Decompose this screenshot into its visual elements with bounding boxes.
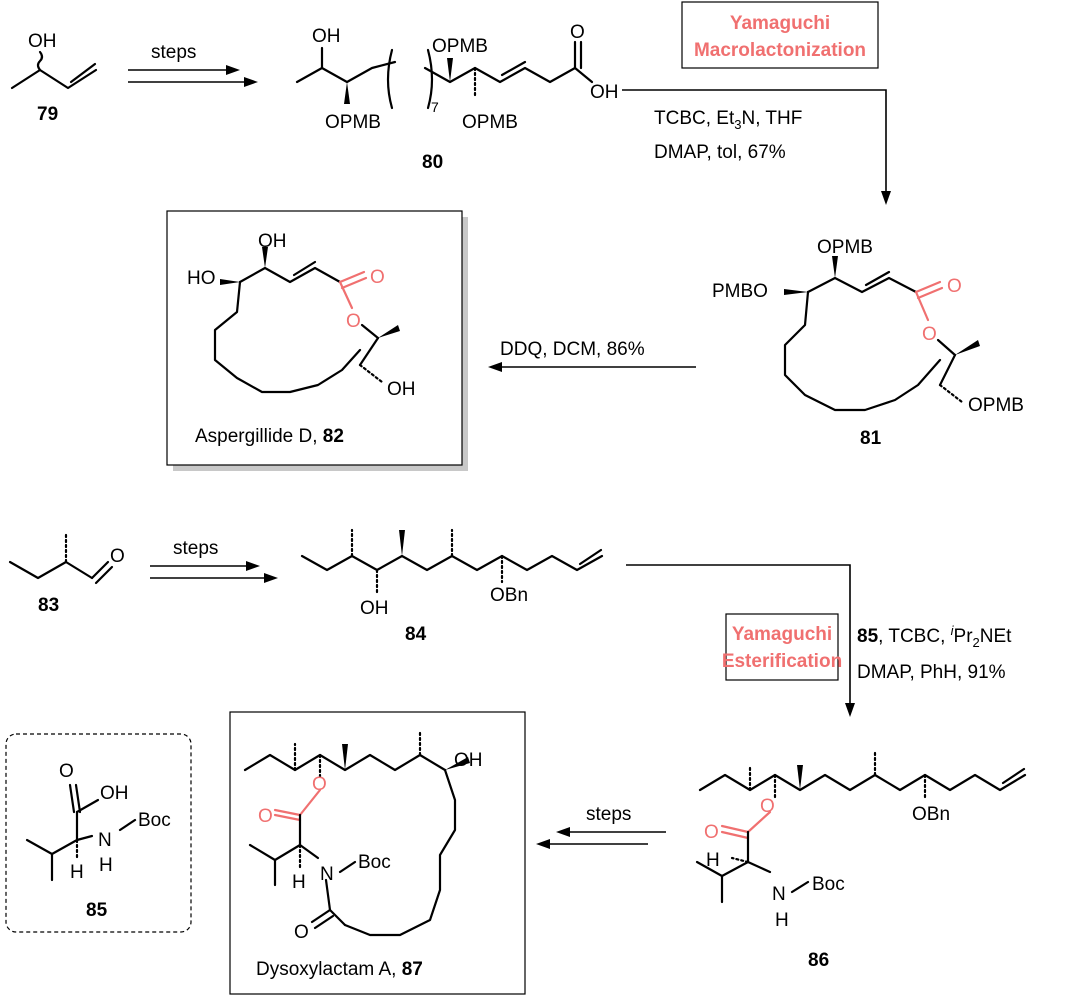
macrolactonization-label: Macrolactonization [694, 40, 866, 61]
compound-85-box: O OH N H Boc H 85 [5, 733, 192, 933]
atom-o: O [258, 806, 273, 827]
compound-number-79: 79 [37, 104, 58, 125]
atom-o: O [947, 276, 962, 297]
condition-text: DDQ, DCM, 86% [500, 339, 645, 360]
compound-number-86: 86 [808, 950, 829, 971]
atom-n: N [772, 884, 786, 905]
atom-o: O [110, 546, 125, 567]
atom-oh: OH [590, 82, 619, 103]
atom-opmb: OPMB [968, 395, 1024, 416]
atom-o: O [312, 774, 327, 795]
compound-number-81: 81 [860, 428, 882, 449]
compound-name-dysoxylactam-a: Dysoxylactam A, 87 [256, 959, 423, 980]
steps-label: steps [586, 804, 631, 825]
compound-84: OH OBn 84 [300, 528, 604, 645]
compound-87-box: OH O O N Boc H O Dysoxylactam A, 87 [229, 711, 526, 995]
yamaguchi-label: Yamaguchi [730, 13, 830, 34]
atom-h: H [70, 862, 84, 883]
atom-ho: HO [187, 268, 216, 289]
arrow-79-to-80: steps [128, 42, 258, 87]
atom-h: H [292, 872, 306, 893]
arrow-81-to-82: DDQ, DCM, 86% [488, 339, 696, 372]
atom-oh: OH [387, 379, 416, 400]
atom-oh: OH [312, 26, 341, 47]
compound-number-80: 80 [422, 152, 443, 173]
atom-h: H [775, 910, 789, 931]
atom-oh: OH [454, 750, 483, 771]
arrow-84-to-86: 85, TCBC, iPr2NEt DMAP, PhH, 91% [626, 564, 1012, 717]
atom-boc: Boc [138, 810, 171, 831]
atom-o: O [294, 922, 309, 943]
atom-o: O [346, 311, 361, 332]
yamaguchi-label: Yamaguchi [732, 624, 832, 645]
condition-text: DMAP, tol, 67% [654, 142, 786, 163]
condition-text: TCBC, Et3N, THF [654, 108, 802, 132]
steps-label: steps [151, 42, 196, 63]
atom-o: O [370, 267, 385, 288]
atom-pmbo: PMBO [712, 281, 768, 302]
compound-number-84: 84 [405, 624, 427, 645]
atom-o: O [704, 822, 719, 843]
arrow-86-to-87: steps [536, 804, 666, 849]
compound-number-83: 83 [38, 595, 59, 616]
atom-opmb: OPMB [462, 112, 518, 133]
atom-opmb: OPMB [432, 36, 488, 57]
atom-boc: Boc [812, 874, 845, 895]
compound-83: O 83 [8, 532, 125, 616]
arrow-80-to-81: TCBC, Et3N, THF DMAP, tol, 67% [622, 89, 891, 205]
compound-name-aspergillide-d: Aspergillide D, 82 [195, 426, 344, 447]
atom-oh: OH [100, 783, 129, 804]
atom-n: N [98, 830, 112, 851]
atom-oh: OH [28, 31, 57, 52]
atom-n: N [320, 864, 334, 885]
compound-82-box: OH HO O O OH Aspergillide D, 82 [166, 210, 468, 471]
compound-81: OPMB PMBO O O OPMB 81 [712, 237, 1024, 449]
atom-h: H [99, 855, 113, 876]
condition-text: DMAP, PhH, 91% [857, 662, 1006, 683]
atom-boc: Boc [358, 852, 391, 873]
atom-o: O [570, 22, 585, 43]
compound-number-85: 85 [86, 900, 108, 921]
atom-opmb: OPMB [817, 237, 873, 258]
atom-o: O [760, 796, 775, 817]
atom-opmb: OPMB [325, 112, 381, 133]
yamaguchi-macrolactonization-box: Yamaguchi Macrolactonization [681, 1, 879, 69]
esterification-label: Esterification [722, 651, 842, 672]
condition-text: 85, TCBC, iPr2NEt [857, 623, 1012, 650]
compound-80: OH OPMB OPMB OPMB O OH 7 80 [295, 22, 619, 173]
atom-oh: OH [258, 231, 287, 252]
compound-86: O O H N H Boc OBn 86 [695, 748, 1027, 971]
atom-o: O [59, 761, 74, 782]
atom-oh: OH [360, 598, 389, 619]
subscript-7: 7 [431, 99, 439, 115]
atom-h: H [706, 850, 720, 871]
yamaguchi-esterification-box: Yamaguchi Esterification [722, 613, 842, 681]
atom-o: O [922, 324, 937, 345]
compound-79: OH 79 [10, 31, 98, 125]
atom-obn: OBn [912, 804, 950, 825]
atom-obn: OBn [490, 585, 528, 606]
arrow-83-to-84: steps [150, 538, 278, 583]
steps-label: steps [173, 538, 218, 559]
